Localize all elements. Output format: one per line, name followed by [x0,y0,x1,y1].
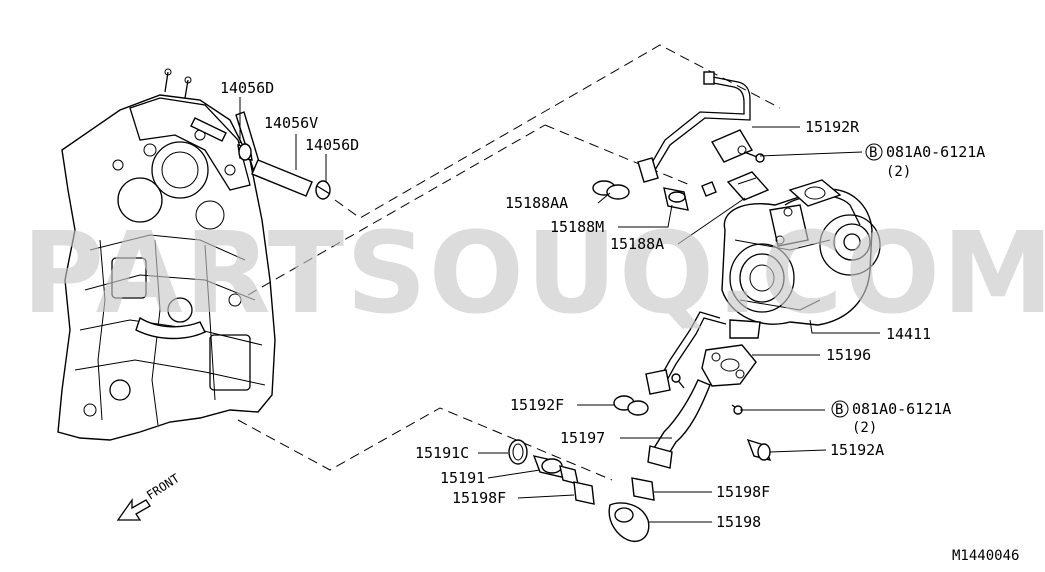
label-15197: 15197 [560,429,605,447]
front-arrow-icon [116,497,151,521]
gaskets-15188 [592,171,770,211]
label-15188AA: 15188AA [505,194,568,212]
front-label: FRONT [144,471,182,502]
label-15192R: 15192R [805,118,860,136]
leader-lines [239,97,880,523]
bolt-qty-lower: (2) [852,420,877,436]
oil-drain-parts [613,311,772,469]
dashed-guide-lines [237,44,781,481]
label-15191C: 15191C [415,444,469,462]
oil-feed-pipe-15192R [637,71,765,183]
bolt-part-upper: 081A0-6121A [886,143,985,161]
engine-block [57,68,276,441]
bolt-callout-lower: B 081A0-6121A (2) [831,400,951,436]
bolt-callout-upper: B 081A0-6121A (2) [865,143,985,180]
label-15188A: 15188A [610,235,664,253]
bolt-circle-letter-upper: B [869,145,877,161]
label-15188M: 15188M [550,218,604,236]
hose-parts-14056 [190,117,331,200]
label-14411: 14411 [886,325,931,343]
label-15198F-left: 15198F [452,489,506,507]
label-15192A: 15192A [830,441,884,459]
label-15192F: 15192F [510,396,564,414]
watermark-text: PARTSOUQ.COM [22,209,1045,339]
diagram-code: M1440046 [952,548,1019,564]
turbocharger-14411 [721,179,881,339]
bolt-qty-upper: (2) [886,164,911,180]
bolt-part-lower: 081A0-6121A [852,400,951,418]
front-direction-indicator: FRONT [116,471,182,521]
label-15196: 15196 [826,346,871,364]
part-labels: 14056D 14056V 14056D 15192R 15188AA 1518… [220,79,931,531]
label-15198F-right: 15198F [716,483,770,501]
bolt-circle-letter-lower: B [835,402,843,418]
drain-fittings [508,439,655,542]
label-14056D-right: 14056D [305,136,359,154]
label-15198: 15198 [716,513,761,531]
label-14056D-top: 14056D [220,79,274,97]
label-15191: 15191 [440,469,485,487]
label-14056V: 14056V [264,114,318,132]
